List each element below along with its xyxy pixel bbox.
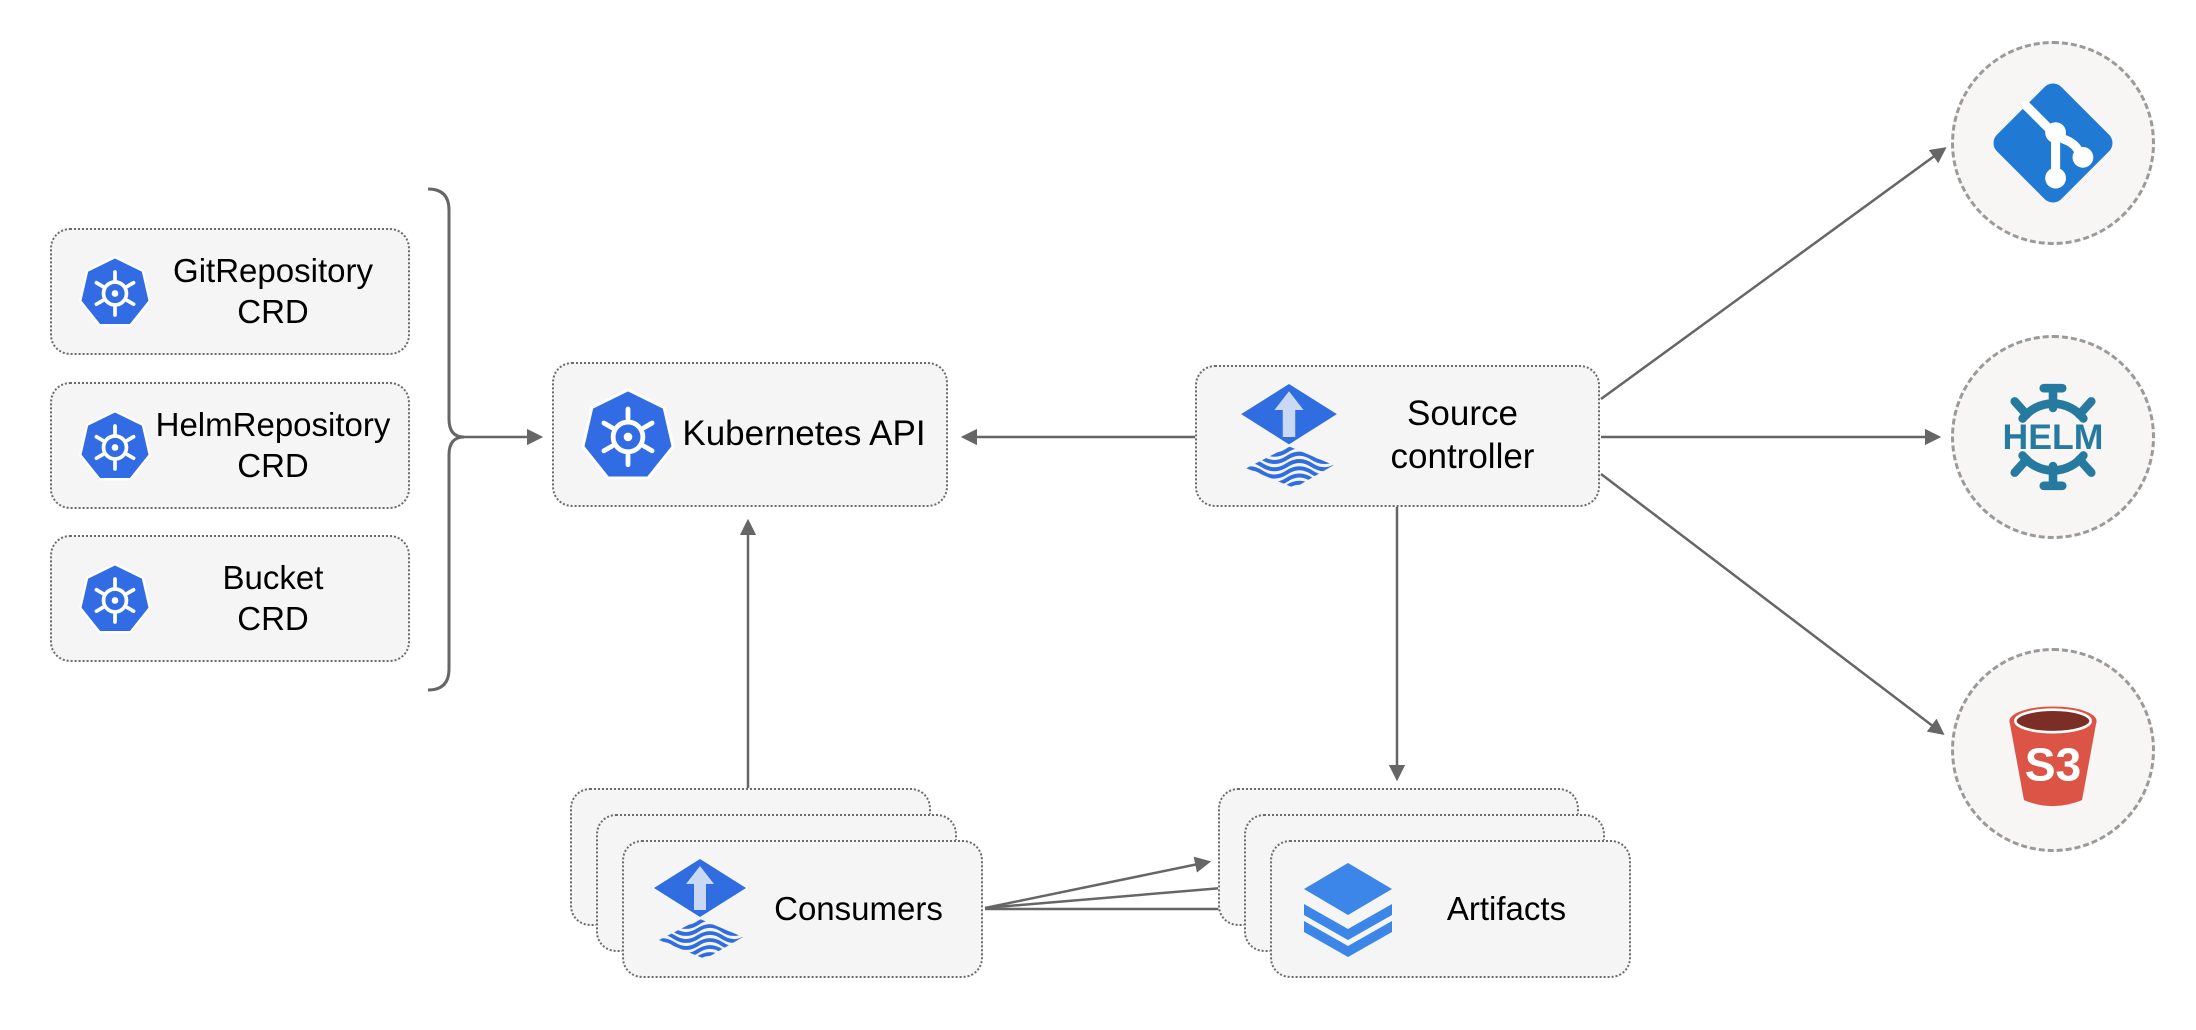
node-kubernetes-api: Kubernetes API xyxy=(552,362,948,507)
kubernetes-icon xyxy=(78,255,152,329)
node-label-line1: HelmRepository xyxy=(155,406,391,444)
git-icon xyxy=(1988,78,2118,208)
external-source-helm: HELM xyxy=(1951,335,2155,539)
node-label: Artifacts xyxy=(1446,889,1567,927)
edge-consumers-to-artifacts-2 xyxy=(984,879,1238,910)
node-label-line2: controller xyxy=(1390,437,1535,476)
external-source-s3: S3 xyxy=(1951,648,2155,852)
node-artifacts: Artifacts xyxy=(1270,840,1631,978)
node-label-line1: Source xyxy=(1407,394,1518,434)
external-source-git xyxy=(1951,41,2155,245)
helm-icon: HELM xyxy=(1987,371,2119,503)
node-label-line2: CRD xyxy=(237,446,309,484)
node-label-line1: GitRepository xyxy=(173,252,373,290)
s3-icon: S3 xyxy=(1987,684,2119,816)
kubernetes-icon xyxy=(580,387,676,483)
flux-icon xyxy=(1237,384,1341,488)
node-label-line1: Bucket xyxy=(222,559,324,597)
crd-group-brace xyxy=(427,187,465,692)
flux-icon xyxy=(650,859,750,959)
layers-icon xyxy=(1298,859,1398,959)
node-consumers: Consumers xyxy=(622,840,983,978)
kubernetes-icon xyxy=(78,562,152,636)
helm-logo-text: HELM xyxy=(2003,417,2104,457)
edge-source-to-git xyxy=(1600,147,1947,401)
node-label-line2: CRD xyxy=(237,599,309,637)
node-label: Kubernetes API xyxy=(682,414,926,454)
s3-logo-text: S3 xyxy=(2025,738,2082,790)
node-label-line2: CRD xyxy=(237,292,309,330)
kubernetes-icon xyxy=(78,409,152,483)
edge-consumers-to-artifacts-1 xyxy=(984,856,1212,910)
edge-source-to-s3 xyxy=(1600,473,1945,735)
node-label: Consumers xyxy=(774,889,943,927)
